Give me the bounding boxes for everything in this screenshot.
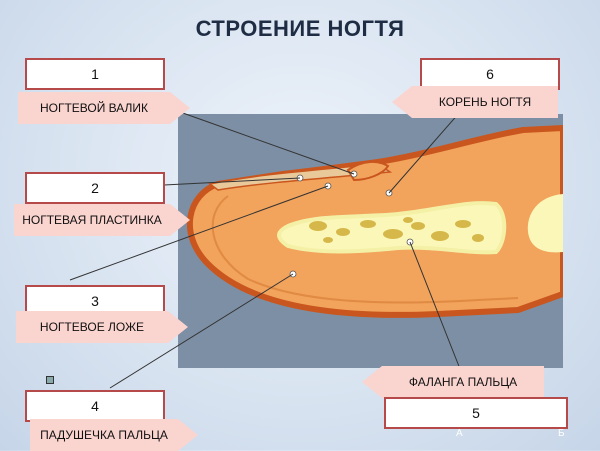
corner-mark-a: А <box>456 428 463 439</box>
nail-structure-diagram <box>178 114 563 368</box>
leader-line-2 <box>163 177 301 186</box>
bone-marrow <box>309 217 484 243</box>
label-text-5: ФАЛАНГА ПАЛЬЦА <box>362 366 544 398</box>
label-number-5: 5 <box>384 397 568 429</box>
next-phalanx <box>527 194 563 253</box>
leader-line-5 <box>409 241 463 375</box>
finger-inner-outline <box>211 195 519 304</box>
label-text-4: ПАДУШЕЧКА ПАЛЬЦА <box>30 419 198 451</box>
label-text-6: КОРЕНЬ НОГТЯ <box>392 86 558 118</box>
label-number-4: 4 <box>25 390 165 422</box>
leader-line-3 <box>69 185 329 281</box>
slide-title: СТРОЕНИЕ НОГТЯ <box>195 16 405 41</box>
small-square-marker <box>46 376 54 384</box>
nail-fold <box>346 160 390 182</box>
corner-mark-b: Б <box>558 428 565 439</box>
label-text-3: НОГТЕВОЕ ЛОЖЕ <box>16 311 188 343</box>
leader-line-1 <box>179 111 355 175</box>
label-number-6: 6 <box>420 58 560 90</box>
label-text-2: НОГТЕВАЯ ПЛАСТИНКА <box>14 204 190 236</box>
label-number-1: 1 <box>25 58 165 90</box>
phalanx-bone <box>277 201 507 255</box>
leader-line-6 <box>388 111 461 194</box>
leader-line-4 <box>109 273 294 389</box>
label-number-2: 2 <box>25 172 165 204</box>
label-text-1: НОГТЕВОЙ ВАЛИК <box>18 92 190 124</box>
